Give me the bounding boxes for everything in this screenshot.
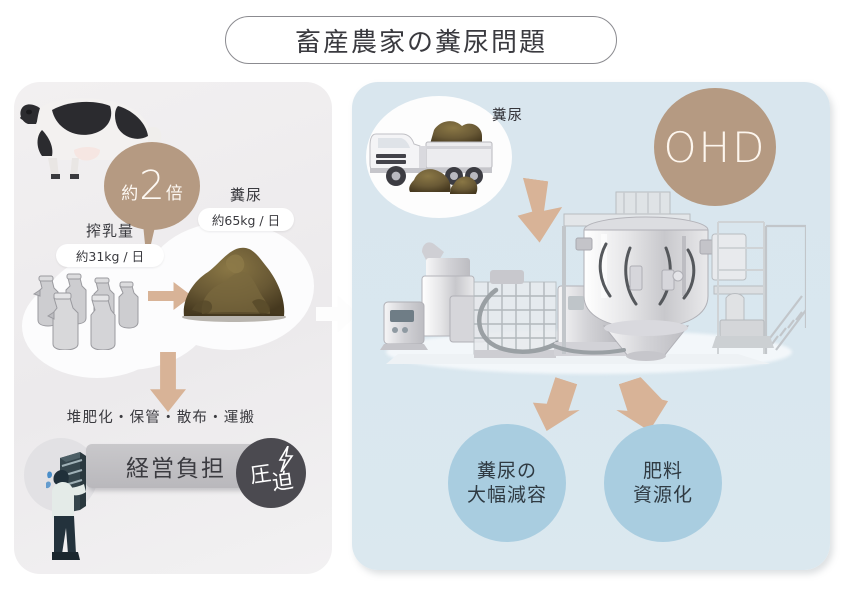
manure-label-caption: 糞尿 bbox=[229, 186, 262, 204]
burden-label: 経営負担 bbox=[126, 456, 226, 482]
manure-pile-illustration bbox=[178, 232, 290, 322]
result-line-2: 資源化 bbox=[632, 484, 693, 506]
ohd-label: OHD bbox=[663, 122, 767, 172]
milk-label-caption: 搾乳量 bbox=[85, 222, 134, 240]
page-title-text: 畜産農家の糞尿問題 bbox=[294, 27, 547, 58]
multiplier-number: 2 bbox=[139, 163, 165, 209]
result-line-1: 肥料 bbox=[642, 459, 683, 482]
result-circle-volume-reduction: 糞尿の 大幅減容 bbox=[448, 424, 566, 542]
manure-label-group: 糞尿 約65kg / 日 bbox=[198, 184, 294, 231]
struggling-worker-illustration bbox=[45, 448, 114, 580]
manure-label-value: 約65kg / 日 bbox=[198, 208, 294, 231]
multiplier-suffix: 倍 bbox=[165, 184, 183, 204]
result-line-1: 糞尿の bbox=[476, 459, 537, 482]
operations-text: 堆肥化・保管・散布・運搬 bbox=[66, 410, 256, 426]
pressure-badge: 圧迫 bbox=[236, 438, 306, 508]
multiplier-bubble: 約 2 倍 bbox=[104, 142, 200, 230]
pressure-char-2: 迫 bbox=[270, 467, 295, 495]
milk-label-group: 搾乳量 約31kg / 日 bbox=[56, 220, 164, 267]
milk-label-value: 約31kg / 日 bbox=[56, 244, 164, 267]
result-text: 肥料 資源化 bbox=[633, 459, 693, 508]
pressure-char-1: 圧 bbox=[248, 460, 273, 488]
dump-truck-illustration bbox=[368, 108, 508, 200]
industrial-plant-illustration bbox=[378, 178, 808, 378]
page-title: 畜産農家の糞尿問題 bbox=[225, 16, 617, 64]
result-circle-fertilizer: 肥料 資源化 bbox=[604, 424, 722, 542]
result-line-2: 大幅減容 bbox=[466, 484, 547, 506]
milk-can-illustration bbox=[30, 268, 146, 351]
lightning-bolt-icon bbox=[278, 446, 294, 472]
right-manure-label: 糞尿 bbox=[492, 108, 523, 124]
result-text: 糞尿の 大幅減容 bbox=[467, 459, 547, 508]
multiplier-prefix: 約 bbox=[121, 184, 139, 204]
ohd-badge: OHD bbox=[654, 88, 776, 206]
cow-illustration bbox=[12, 84, 172, 180]
